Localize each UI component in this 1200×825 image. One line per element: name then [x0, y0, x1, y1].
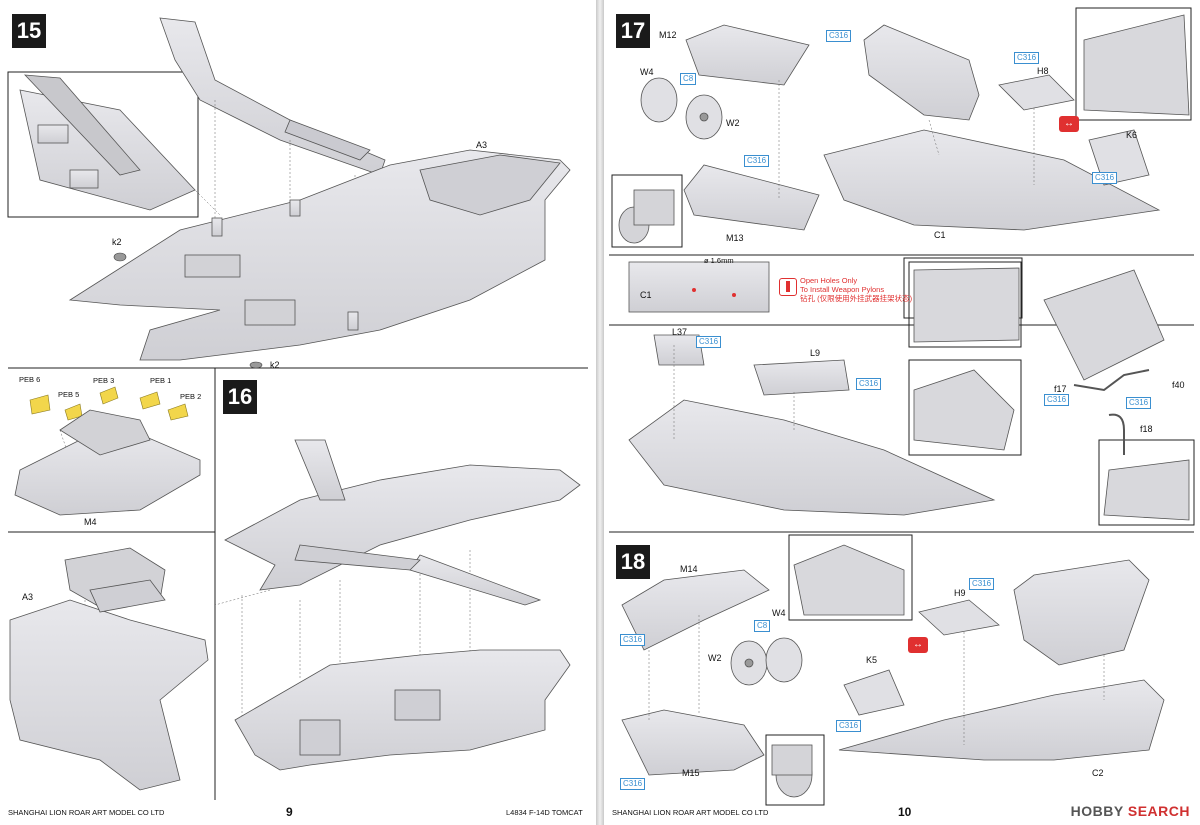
- color-tag-c316: C316: [826, 30, 852, 42]
- color-tag-c316: C316: [836, 720, 862, 732]
- label-w4-18: W4: [772, 608, 786, 618]
- color-tag-c316: C316: [1126, 397, 1152, 409]
- step15-inset-detail: [19, 74, 196, 211]
- color-tag-c316: C316: [856, 378, 882, 390]
- page-number-9: 9: [286, 805, 293, 819]
- step-16-badge: 16: [223, 380, 257, 414]
- watermark-brand-second: SEARCH: [1127, 803, 1190, 819]
- label-h8: H8: [1037, 66, 1049, 76]
- drill-warning-icon: [779, 278, 797, 296]
- footer-company-right: SHANGHAI LION ROAR ART MODEL CO LTD: [612, 808, 769, 817]
- label-peb6: PEB 6: [19, 375, 41, 384]
- instruction-page-right: 17 18 M12 C316 W4 C8 W2 C316 M13 C316 H8…: [604, 0, 1200, 825]
- label-l37: L37: [672, 327, 688, 337]
- label-w4-17: W4: [640, 67, 654, 77]
- drill-strip-c1: [628, 261, 770, 313]
- left-page-artwork: [7, 17, 588, 800]
- label-peb2: PEB 2: [180, 392, 202, 401]
- direction-arrow-icon: ↔: [1059, 116, 1079, 132]
- footer-product: L4834 F-14D TOMCAT: [506, 808, 583, 817]
- page-gutter: [596, 0, 604, 825]
- page-number-10: 10: [898, 805, 912, 819]
- step-17-badge: 17: [616, 14, 650, 48]
- step17-inset-cylinder: [618, 189, 675, 244]
- step18-intake-m14: [621, 569, 770, 651]
- step18-fan-wheels: [730, 637, 803, 686]
- instruction-page-left: 15 16 A3 k2 k2 PEB 6 PEB 5 PEB 3 PEB 1 P…: [0, 0, 596, 825]
- note-chinese: 钻孔 (仅限使用外挂武器挂架状态): [800, 294, 913, 303]
- label-k5: K5: [866, 655, 878, 665]
- color-tag-c316: C316: [1014, 52, 1040, 64]
- step-18-badge: 18: [616, 545, 650, 579]
- note-open-holes: Open Holes Only: [800, 276, 858, 285]
- label-peb5: PEB 5: [58, 390, 80, 399]
- label-k2-bottom: k2: [270, 360, 280, 370]
- k2-parts: [113, 252, 263, 369]
- step16-upper-aircraft: [224, 439, 581, 606]
- label-w2-18: W2: [708, 653, 722, 663]
- step18-inset-detail-h9: [793, 544, 905, 616]
- step17-intake-duct: [863, 24, 980, 121]
- step17-intake-m12: [685, 24, 810, 86]
- label-a3-top: A3: [476, 140, 488, 150]
- label-k2-top: k2: [112, 237, 122, 247]
- a3-detail-part: [9, 547, 209, 791]
- label-k6: K6: [1126, 130, 1138, 140]
- label-drill-size: ø 1.6mm: [704, 256, 734, 265]
- label-h9: H9: [954, 588, 966, 598]
- step17-inset-detail-h8: [1083, 14, 1190, 116]
- step17-fuselage-c1: [823, 129, 1161, 231]
- label-f17: f17: [1054, 384, 1067, 394]
- label-m4: M4: [84, 517, 97, 527]
- label-c2: C2: [1092, 768, 1104, 778]
- hobby-search-watermark: HOBBY SEARCH: [1070, 803, 1190, 819]
- color-tag-c316: C316: [1044, 394, 1070, 406]
- color-tag-c316: C316: [620, 634, 646, 646]
- step15-main-fuselage: [68, 149, 571, 361]
- label-m12: M12: [659, 30, 677, 40]
- label-c1-drill: C1: [640, 290, 652, 300]
- step18-m15-part: [621, 709, 765, 776]
- note-weapon-pylons: To Install Weapon Pylons: [800, 285, 885, 294]
- middle-fuselage-assembly: [628, 334, 996, 516]
- color-tag-c316: C316: [969, 578, 995, 590]
- label-peb3: PEB 3: [93, 376, 115, 385]
- color-tag-c316: C316: [744, 155, 770, 167]
- footer-company-left: SHANGHAI LION ROAR ART MODEL CO LTD: [8, 808, 165, 817]
- step17-fan-wheels: [640, 77, 723, 140]
- label-a3-detail: A3: [22, 592, 34, 602]
- label-peb1: PEB 1: [150, 376, 172, 385]
- direction-arrow-icon: ↔: [908, 637, 928, 653]
- step18-intake-duct: [1013, 559, 1150, 666]
- label-m13: M13: [726, 233, 744, 243]
- label-c1-17: C1: [934, 230, 946, 240]
- step18-fuselage-c2: [838, 679, 1165, 761]
- label-m14: M14: [680, 564, 698, 574]
- step17-m13-part: [683, 164, 820, 231]
- color-tag-c316: C316: [1092, 172, 1118, 184]
- label-w2-17: W2: [726, 118, 740, 128]
- middle-insets: [913, 267, 1190, 521]
- label-f18: f18: [1140, 424, 1153, 434]
- color-tag-c316: C316: [696, 336, 722, 348]
- color-tag-c8: C8: [680, 73, 697, 85]
- label-f40: f40: [1172, 380, 1185, 390]
- color-tag-c8: C8: [754, 620, 771, 632]
- step-15-badge: 15: [12, 14, 46, 48]
- f18-rod: [1073, 369, 1150, 455]
- m4-part: [14, 409, 201, 516]
- h8-k6-parts: [998, 74, 1150, 186]
- label-m15: M15: [682, 768, 700, 778]
- right-page-artwork: [609, 7, 1195, 806]
- step15-upper-wing-part: [159, 17, 386, 176]
- h9-k5-parts: [843, 599, 1000, 716]
- step18-inset-cylinder: [771, 744, 813, 798]
- label-l9: L9: [810, 348, 821, 358]
- step16-lower-fuselage: [234, 649, 571, 771]
- color-tag-c316: C316: [620, 778, 646, 790]
